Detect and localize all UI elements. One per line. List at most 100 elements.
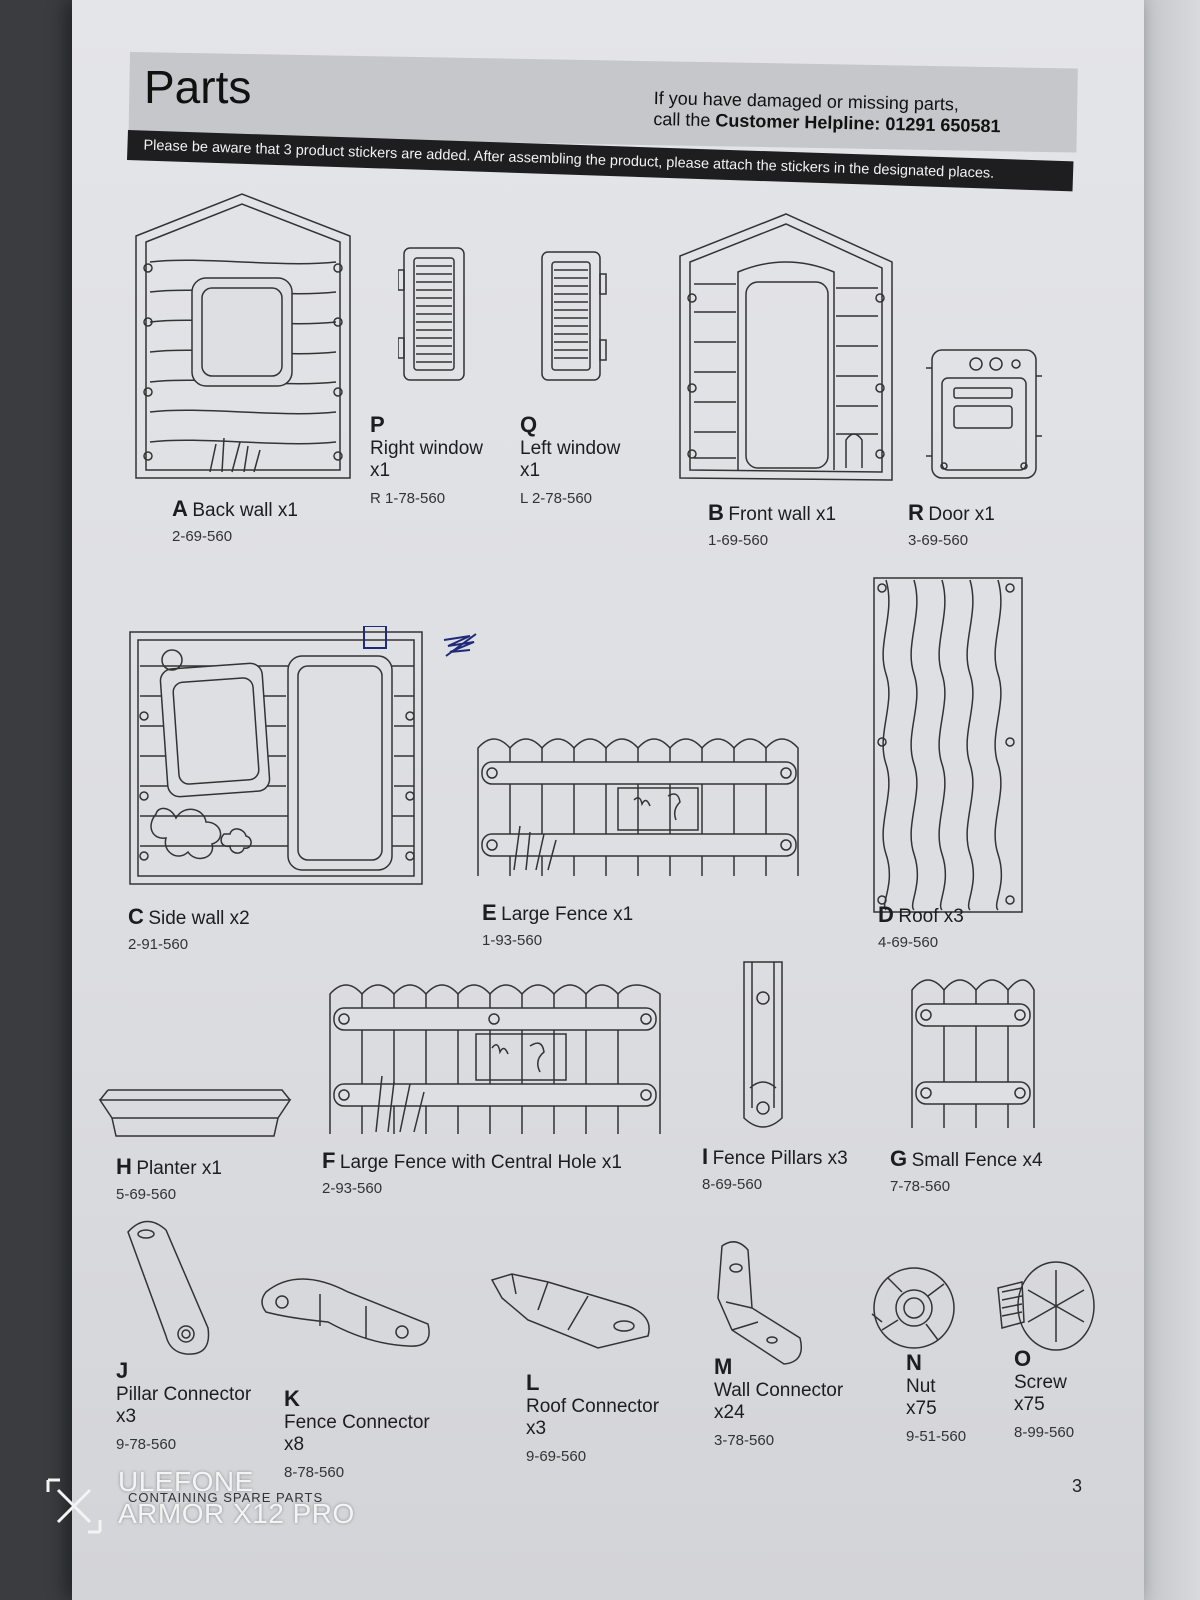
part-name: Right window — [370, 438, 483, 459]
door-drawing — [926, 346, 1044, 482]
part-code: 2-93-560 — [322, 1180, 383, 1197]
small-fence-drawing — [908, 970, 1038, 1130]
camera-watermark: ULEFONE ARMOR X12 PRO — [44, 1462, 364, 1552]
helpline-line2-prefix: call the — [653, 108, 716, 131]
planter-drawing — [98, 1080, 292, 1142]
part-letter: A — [172, 496, 188, 521]
part-g-label: G Small Fence x4 7-78-560 — [890, 1146, 1043, 1195]
wall-connector-drawing — [712, 1238, 808, 1368]
part-i-label: I Fence Pillars x3 8-69-560 — [702, 1144, 848, 1193]
part-letter: B — [708, 500, 724, 525]
part-p-label: P Right window x1 R 1-78-560 — [370, 414, 483, 510]
roof-drawing — [870, 574, 1026, 916]
part-name: Fence Connector — [284, 1412, 430, 1433]
watermark-model: ARMOR X12 PRO — [118, 1498, 355, 1529]
back-wall-drawing — [132, 192, 356, 482]
part-letter: O — [1014, 1346, 1032, 1371]
part-letter: J — [116, 1358, 129, 1383]
left-window-drawing — [540, 250, 610, 382]
part-letter: I — [702, 1144, 709, 1169]
watermark-brand: ULEFONE — [118, 1466, 254, 1497]
part-letter: D — [878, 902, 894, 927]
part-e-label: E Large Fence x1 1-93-560 — [482, 900, 633, 949]
large-fence-hole-drawing — [326, 976, 666, 1136]
right-window-drawing — [398, 246, 468, 382]
part-code: 1-93-560 — [482, 932, 543, 949]
part-qty: x8 — [284, 1434, 305, 1455]
part-qty: x3 — [526, 1418, 547, 1439]
part-n-label: N Nut x75 9-51-560 — [906, 1352, 966, 1448]
part-name: Roof x3 — [898, 906, 964, 927]
part-name: Roof Connector — [526, 1396, 660, 1417]
spare-parts-note: CONTAINING SPARE PARTS — [128, 1490, 324, 1505]
part-o-label: O Screw x75 8-99-560 — [1014, 1348, 1074, 1444]
part-code: 8-78-560 — [284, 1464, 345, 1481]
page-number: 3 — [1072, 1476, 1083, 1496]
part-f-label: F Large Fence with Central Hole x1 2-93-… — [322, 1148, 622, 1197]
part-letter: N — [906, 1350, 922, 1375]
part-qty: x75 — [1014, 1394, 1045, 1415]
part-name: Fence Pillars x3 — [712, 1148, 848, 1169]
part-name: Left window — [520, 438, 621, 459]
part-c-label: C Side wall x2 2-91-560 — [128, 904, 250, 953]
part-code: 2-69-560 — [172, 528, 233, 545]
part-code: 9-69-560 — [526, 1448, 587, 1465]
front-wall-drawing — [678, 212, 898, 484]
part-qty: x24 — [714, 1402, 745, 1423]
part-letter: E — [482, 900, 497, 925]
fence-connector-drawing — [258, 1272, 434, 1352]
part-qty: x1 — [370, 460, 391, 481]
part-letter: F — [322, 1148, 336, 1173]
manual-page: Parts If you have damaged or missing par… — [72, 0, 1144, 1600]
page-title: Parts — [144, 61, 252, 113]
part-code: 7-78-560 — [890, 1178, 951, 1195]
part-h-label: H Planter x1 5-69-560 — [116, 1154, 222, 1203]
part-letter: G — [890, 1146, 908, 1171]
part-name: Planter x1 — [136, 1158, 222, 1179]
part-letter: H — [116, 1154, 132, 1179]
part-code: 9-78-560 — [116, 1436, 177, 1453]
part-name: Door x1 — [928, 504, 995, 525]
nut-drawing — [868, 1264, 958, 1354]
part-code: 8-69-560 — [702, 1176, 763, 1193]
helpline-text: If you have damaged or missing parts, ca… — [653, 88, 1001, 137]
screw-drawing — [994, 1260, 1100, 1356]
part-name: Nut — [906, 1376, 936, 1397]
part-r-label: R Door x1 3-69-560 — [908, 500, 995, 549]
part-letter: R — [908, 500, 924, 525]
part-qty: x75 — [906, 1398, 937, 1419]
part-code: R 1-78-560 — [370, 490, 446, 507]
large-fence-drawing — [474, 730, 804, 878]
scribble-mark — [440, 630, 482, 664]
part-l-label: L Roof Connector x3 9-69-560 — [526, 1372, 659, 1468]
pillar-connector-drawing — [122, 1216, 218, 1362]
part-name: Screw — [1014, 1372, 1067, 1393]
part-name: Wall Connector — [714, 1380, 844, 1401]
fence-pillar-drawing — [740, 958, 786, 1138]
part-letter: P — [370, 412, 385, 437]
part-code: 2-91-560 — [128, 936, 189, 953]
part-code: 3-78-560 — [714, 1432, 775, 1449]
part-m-label: M Wall Connector x24 3-78-560 — [714, 1356, 843, 1452]
part-name: Pillar Connector — [116, 1384, 252, 1405]
part-j-label: J Pillar Connector x3 9-78-560 — [116, 1360, 251, 1456]
part-letter: K — [284, 1386, 300, 1411]
roof-connector-drawing — [488, 1270, 658, 1354]
side-wall-drawing — [126, 626, 426, 888]
part-code: 3-69-560 — [908, 532, 969, 549]
part-name: Back wall x1 — [192, 500, 298, 521]
part-code: L 2-78-560 — [520, 490, 592, 507]
part-letter: M — [714, 1354, 733, 1379]
part-letter: Q — [520, 412, 538, 437]
part-q-label: Q Left window x1 L 2-78-560 — [520, 414, 620, 510]
part-b-label: B Front wall x1 1-69-560 — [708, 500, 836, 549]
part-code: 4-69-560 — [878, 934, 939, 951]
part-name: Front wall x1 — [728, 504, 837, 525]
part-name: Side wall x2 — [148, 908, 250, 929]
part-name: Large Fence x1 — [501, 904, 634, 925]
part-name: Small Fence x4 — [911, 1150, 1043, 1171]
part-code: 9-51-560 — [906, 1428, 967, 1445]
part-letter: C — [128, 904, 144, 929]
x-logo-icon — [44, 1476, 104, 1541]
part-code: 1-69-560 — [708, 532, 769, 549]
